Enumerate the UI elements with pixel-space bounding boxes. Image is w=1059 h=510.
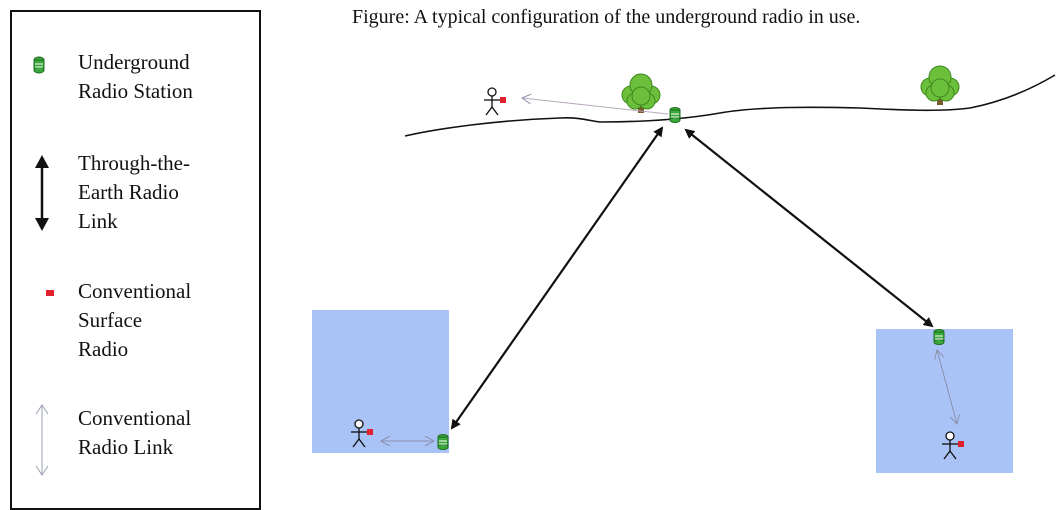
underground-room-right	[876, 329, 1013, 473]
ground-surface-line	[404, 74, 1056, 137]
legend-label-underground-station: Underground Radio Station	[78, 50, 193, 103]
tree-icon	[621, 73, 661, 114]
tte-link-right	[684, 128, 934, 328]
conventional-radio-icon	[46, 290, 54, 296]
underground-room-left	[312, 310, 449, 453]
surface-conventional-link	[522, 98, 669, 115]
underground-station-left-icon	[437, 434, 449, 450]
legend-label-tte-link: Through-the- Earth Radio Link	[78, 151, 190, 233]
legend-label-surface-radio: Conventional Surface Radio	[78, 279, 192, 361]
figure-caption: Figure: A typical configuration of the u…	[352, 6, 861, 28]
legend-label-conventional-link: Conventional Radio Link	[78, 406, 192, 459]
conventional-link-arrow-icon	[35, 404, 49, 476]
tte-link-left	[450, 126, 664, 430]
legend-box: Underground Radio Station Through-the- E…	[10, 10, 261, 510]
through-earth-link-arrow-icon	[35, 155, 49, 231]
conventional-link-right	[937, 350, 957, 424]
surface-radio-station-icon	[669, 107, 681, 123]
scene-diagram	[312, 65, 1056, 473]
surface-operator-icon	[483, 87, 507, 116]
tree-icon	[920, 65, 960, 106]
underground-station-right-icon	[933, 329, 945, 345]
underground-radio-station-icon	[33, 56, 45, 74]
